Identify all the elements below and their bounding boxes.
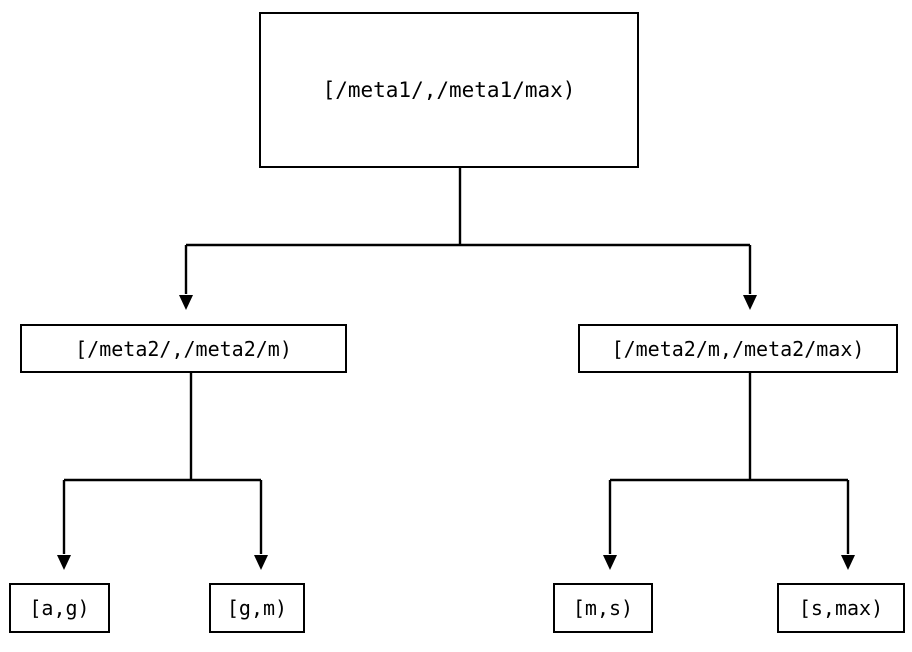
tree-node-mid-right-label: [/meta2/m,/meta2/max) [611,336,865,361]
tree-node-mid-left-label: [/meta2/,/meta2/m) [75,336,292,361]
arrowhead-icon [743,295,757,310]
tree-node-leaf-2-label: [g,m) [226,596,288,620]
edge-root-to-mid-right [743,245,757,310]
edge-mid-left-to-leaf-1 [57,373,261,570]
tree-node-leaf-2[interactable]: [g,m) [209,583,305,633]
tree-node-leaf-4-label: [s,max) [798,596,884,620]
tree-node-root-label: [/meta1/,/meta1/max) [322,78,576,102]
tree-node-leaf-1-label: [a,g) [29,596,90,620]
tree-node-mid-right[interactable]: [/meta2/m,/meta2/max) [578,324,898,373]
arrowhead-icon [603,555,617,570]
tree-node-mid-left[interactable]: [/meta2/,/meta2/m) [20,324,347,373]
edge-mid-right-to-leaf-4 [841,480,855,570]
tree-node-root[interactable]: [/meta1/,/meta1/max) [259,12,639,168]
arrowhead-icon [254,555,268,570]
arrowhead-icon [841,555,855,570]
tree-node-leaf-4[interactable]: [s,max) [777,583,905,633]
arrowhead-icon [57,555,71,570]
edge-mid-right-to-leaf-3 [603,373,848,570]
arrowhead-icon [179,295,193,310]
tree-node-leaf-1[interactable]: [a,g) [9,583,110,633]
tree-node-leaf-3[interactable]: [m,s) [553,583,653,633]
tree-node-leaf-3-label: [m,s) [572,596,634,620]
edge-mid-left-to-leaf-2 [254,480,268,570]
edge-root-to-mid-left [179,168,750,310]
